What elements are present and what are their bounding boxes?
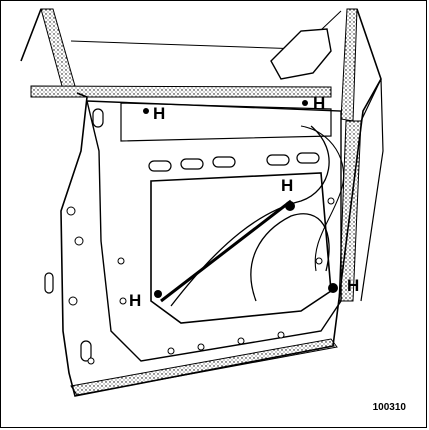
regulator-cable-2 xyxy=(250,213,330,302)
callout-h-top-left: H xyxy=(153,104,166,123)
wiring-loom xyxy=(300,125,345,272)
callout-h-bottom-right: H xyxy=(347,276,360,295)
mirror xyxy=(270,28,332,80)
inner-panel-outline xyxy=(86,100,342,362)
callout-h-middle: H xyxy=(281,176,294,195)
window-seal-strip xyxy=(30,85,332,98)
regulator-cable xyxy=(170,125,330,307)
regulator-rail xyxy=(160,199,292,303)
door-bottom-seal xyxy=(70,338,338,396)
callout-h-bottom-left: H xyxy=(129,291,142,310)
panel-slots xyxy=(44,108,320,362)
window-frame-seal-left xyxy=(40,8,78,98)
hinge-edge xyxy=(360,78,384,302)
figure-reference-number: 100310 xyxy=(372,402,406,413)
main-opening xyxy=(150,172,332,324)
door-outer-outline xyxy=(20,8,382,397)
callout-h-top-right: H xyxy=(313,94,326,113)
upper-rail xyxy=(120,102,332,142)
window-frame-seal-right xyxy=(340,8,358,122)
panel-holes xyxy=(66,197,335,365)
fixing-points xyxy=(143,100,338,298)
